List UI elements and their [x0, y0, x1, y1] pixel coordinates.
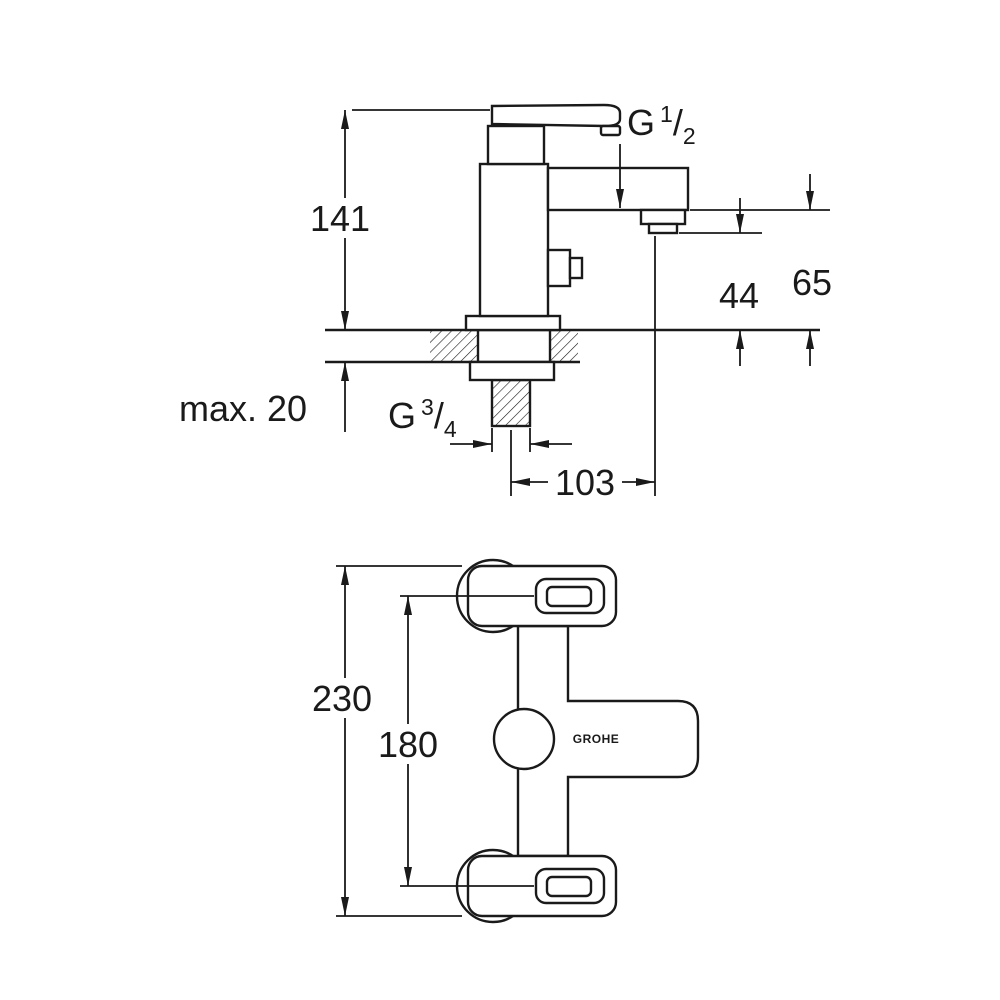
dim-overall-label: 230 [312, 678, 372, 719]
aerator [639, 208, 687, 226]
bottom-handle-inset [545, 875, 593, 898]
dimension-deck-max20: max. 20 [179, 362, 349, 432]
mixer-front-view: GROHE [455, 558, 700, 924]
aerator-nub [647, 222, 679, 235]
top-handle-inset [545, 585, 593, 608]
dim-deck-label: max. 20 [179, 388, 307, 429]
spout [546, 166, 690, 212]
mounting-deck [325, 328, 820, 364]
side-port-cap [568, 256, 584, 280]
dimension-outlet-44: 44 [679, 198, 762, 366]
mounting-nut [468, 360, 556, 382]
dim-outlet-label: 44 [719, 275, 759, 316]
dimension-overall-230: 230 [304, 565, 462, 917]
mixer-body [516, 624, 700, 858]
front-view: GROHE 230 180 [304, 558, 700, 924]
base-flange [464, 314, 562, 332]
faucet-body [478, 162, 550, 318]
dim-projection-label: 103 [555, 462, 615, 503]
dimension-height-141: 141 [298, 109, 490, 330]
dim-centers-label: 180 [378, 724, 438, 765]
dim-spout-label: 65 [792, 262, 832, 303]
deck-hatch-left [430, 331, 478, 361]
dimension-projection-103: 103 [510, 236, 656, 503]
threaded-shank [490, 378, 532, 428]
label-background [304, 678, 380, 718]
brand-logo: GROHE [573, 732, 620, 746]
dim-height-label: 141 [310, 198, 370, 239]
lever-tip [599, 124, 622, 137]
spout-face-cap [492, 707, 556, 771]
deck-hatch-right [550, 331, 578, 361]
label-background [298, 198, 382, 238]
side-port [546, 248, 572, 288]
lever-handle [490, 103, 622, 128]
label-background [548, 462, 622, 500]
label-background [370, 724, 446, 764]
dimension-spout-65: 65 [690, 174, 832, 366]
cartridge-housing [486, 124, 546, 166]
dimension-centers-180: 180 [370, 595, 534, 887]
